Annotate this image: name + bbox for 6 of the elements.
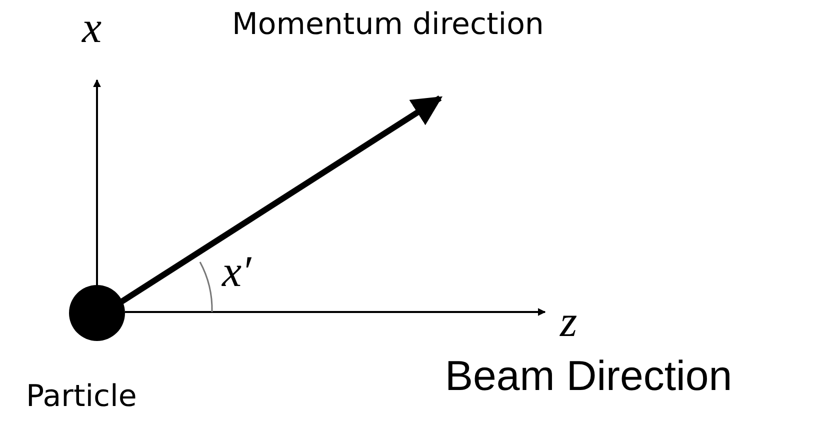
- arrow-label: Momentum direction: [232, 10, 544, 40]
- axis-label: x: [82, 6, 102, 50]
- axis-label: z: [560, 300, 578, 344]
- axis-caption: Beam Direction: [445, 355, 732, 397]
- angle-label: x′: [222, 250, 252, 294]
- particle-label: Particle: [26, 382, 137, 412]
